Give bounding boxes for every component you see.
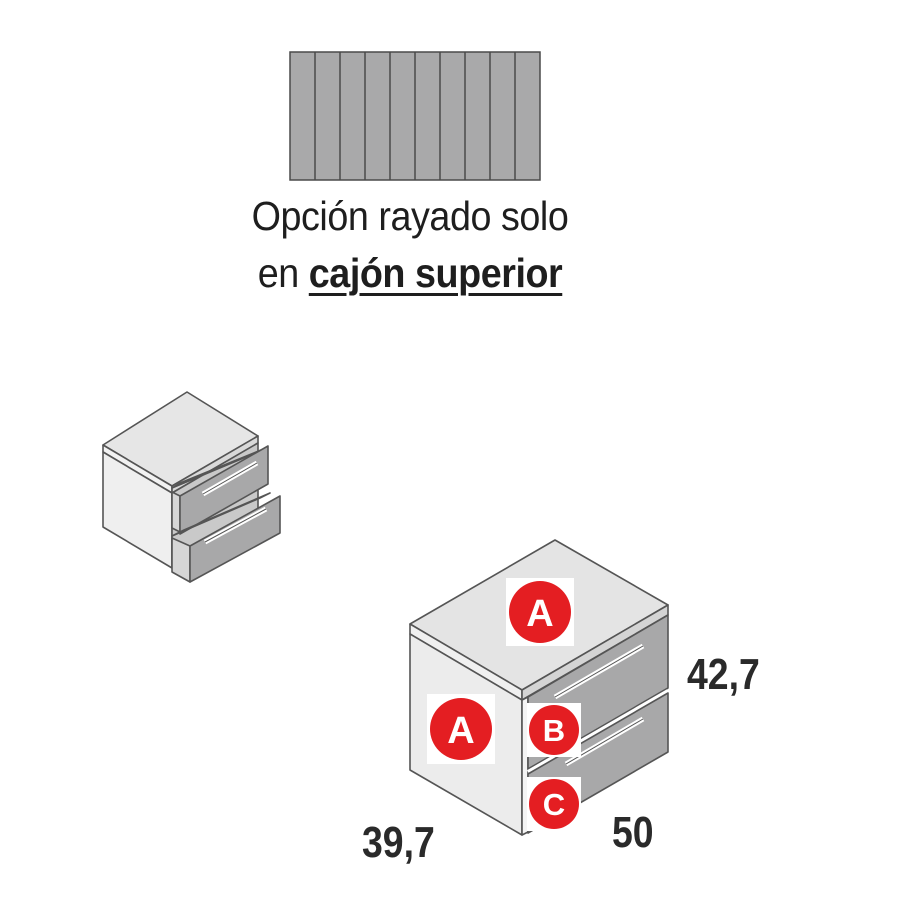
marker-lower-drawer-label: C <box>543 787 565 822</box>
caption-line-2: en cajón superior <box>217 250 603 297</box>
dimension-height: 42,7 <box>687 650 760 699</box>
caption-line-2-prefix: en <box>257 250 309 296</box>
small-lower-drawer-top <box>171 492 271 537</box>
marker-upper-drawer-label: B <box>543 713 565 748</box>
marker-side: A <box>427 694 495 764</box>
large-drawer-gap <box>526 689 670 774</box>
stripe-swatch <box>289 51 541 181</box>
small-lower-handle-outline <box>204 508 267 543</box>
caption-line-1: Opción rayado solo <box>251 193 569 239</box>
small-lower-drawer-side <box>171 537 191 583</box>
dimension-width: 50 <box>612 808 654 857</box>
large-upper-handle-outline <box>554 645 644 698</box>
small-nightstand-open <box>102 391 281 583</box>
marker-upper-drawer: B <box>527 703 581 757</box>
dimension-depth: 39,7 <box>362 818 435 867</box>
small-lower-drawer-front <box>189 495 281 583</box>
small-upper-drawer-side <box>171 491 181 533</box>
marker-top: A <box>506 578 574 646</box>
swatch-stripes <box>314 52 516 180</box>
marker-side-label: A <box>447 710 474 752</box>
caption-line-2-bold: cajón superior <box>308 250 563 296</box>
marker-lower-drawer: C <box>527 777 581 831</box>
marker-top-label: A <box>526 593 553 635</box>
small-upper-handle-outline <box>202 462 258 495</box>
